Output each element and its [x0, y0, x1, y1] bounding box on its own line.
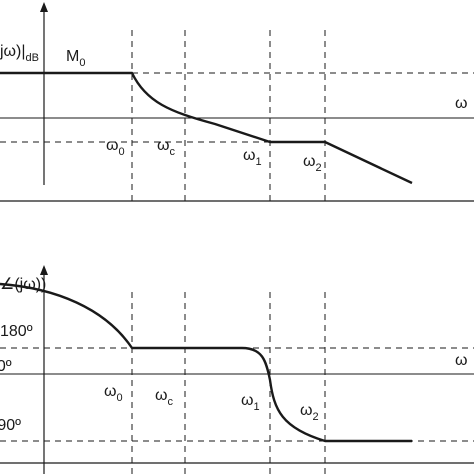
svg-text:ω2: ω2: [303, 153, 322, 174]
phase-marker-omega0: ω: [104, 383, 117, 400]
magnitude-marker-omegac-sub: c: [170, 146, 176, 158]
phase-marker-omegac-sub: c: [168, 396, 174, 408]
phase-level-180: 180º: [0, 323, 33, 340]
magnitude-marker-omega1-sub: 1: [256, 156, 262, 168]
m0-label-sub: 0: [79, 57, 85, 69]
phase-axis-label: ω: [455, 352, 468, 369]
magnitude-marker-omega2: ω: [303, 153, 316, 170]
magnitude-y-axis-arrow: [40, 2, 48, 12]
phase-y-axis-arrow: [40, 265, 48, 275]
phase-marker-omega1: ω: [241, 392, 254, 409]
magnitude-marker-omega0: ω: [106, 137, 119, 154]
svg-text:ω1: ω1: [243, 147, 262, 168]
svg-text:ω2: ω2: [300, 402, 319, 423]
magnitude-axis-label: ω: [455, 95, 468, 112]
phase-marker-omega0-sub: 0: [117, 392, 123, 404]
magnitude-ylabel-sub: dB: [26, 52, 39, 64]
svg-text:M0: M0: [66, 48, 85, 69]
magnitude-marker-omega1: ω: [243, 147, 256, 164]
phase-level-90: 90º: [0, 358, 12, 375]
svg-text:ω0: ω0: [104, 383, 123, 404]
magnitude-plot: jω)|dB M0 ω ω0 ωc ω1 ω2: [0, 2, 474, 202]
svg-text:ω1: ω1: [241, 392, 260, 413]
magnitude-marker-omega2-sub: 2: [316, 162, 322, 174]
svg-text:ω0: ω0: [106, 137, 125, 158]
phase-marker-omega2: ω: [300, 402, 313, 419]
svg-text:ωc: ωc: [155, 387, 174, 408]
phase-marker-omegac: ω: [155, 387, 168, 404]
svg-text:ωc: ωc: [157, 137, 176, 158]
phase-curve: [0, 282, 412, 443]
phase-ylabel: ∠(jω)): [0, 276, 46, 293]
svg-text:jω)|dB: jω)|dB: [0, 43, 39, 64]
magnitude-ylabel: jω)|: [0, 43, 26, 60]
m0-label: M: [66, 48, 79, 65]
phase-level-neg90: −90º: [0, 417, 21, 434]
magnitude-marker-omegac: ω: [157, 137, 170, 154]
magnitude-curve: [0, 71, 413, 185]
phase-marker-omega2-sub: 2: [313, 411, 319, 423]
phase-plot: ∠(jω)) 180º 90º −90º ω ω0 ωc ω1 ω2: [0, 265, 474, 474]
phase-marker-omega1-sub: 1: [254, 401, 260, 413]
magnitude-marker-omega0-sub: 0: [119, 146, 125, 158]
